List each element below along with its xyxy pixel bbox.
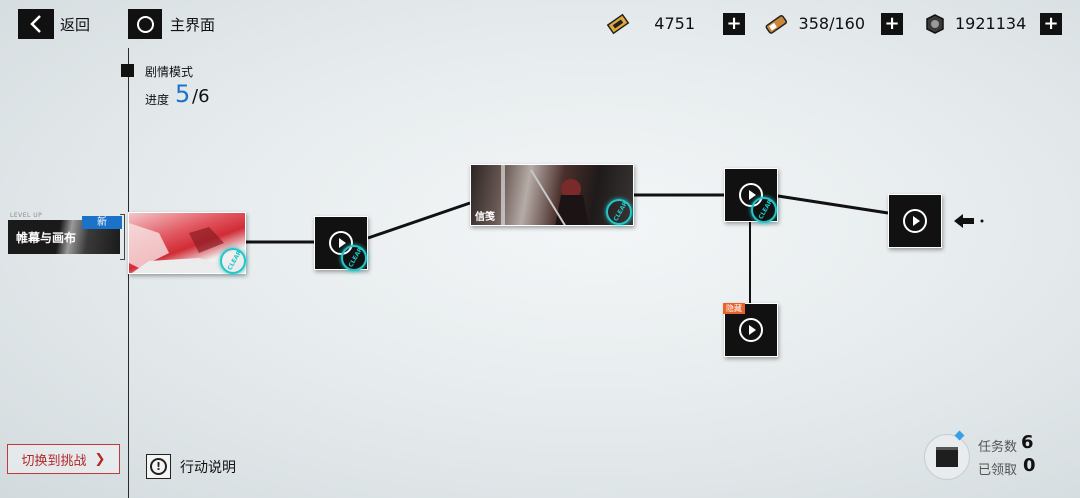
- chapter-title: 帷幕与画布: [16, 231, 77, 245]
- clear-text: CLEAR: [347, 246, 365, 269]
- stage-node-1[interactable]: [128, 212, 246, 274]
- stage-node-5[interactable]: [888, 194, 942, 248]
- coin-icon: [926, 14, 944, 34]
- info-button[interactable]: !: [146, 454, 171, 479]
- info-label[interactable]: 行动说明: [180, 460, 236, 476]
- progress-current: 5: [175, 80, 191, 108]
- hidden-tag: 隐藏: [723, 303, 745, 314]
- chevron-left-icon: [30, 15, 41, 33]
- stage-1-art: [129, 223, 245, 273]
- task-count-label: 任务数: [978, 440, 1018, 455]
- gold-ticket-value: 4751: [654, 14, 695, 33]
- stage-node-hidden[interactable]: [724, 303, 778, 357]
- stage-3-art: [501, 165, 589, 225]
- add-gold-ticket-button[interactable]: +: [723, 13, 745, 35]
- back-button[interactable]: [18, 9, 54, 39]
- clear-text: CLEAR: [757, 198, 775, 221]
- switch-label: 切换到挑战: [21, 453, 87, 469]
- stamina-value: 358/160: [798, 14, 865, 33]
- add-coin-button[interactable]: +: [1040, 13, 1062, 35]
- clear-badge: CLEAR: [606, 199, 632, 225]
- level-up-tag: LEVEL UP: [10, 212, 43, 219]
- gold-ticket-icon: [606, 13, 630, 35]
- home-button[interactable]: [128, 9, 162, 39]
- clear-badge: CLEAR: [341, 245, 367, 271]
- claimed-label: 已领取: [978, 463, 1018, 478]
- info-icon: !: [150, 458, 167, 475]
- clear-badge: CLEAR: [220, 248, 246, 274]
- card-bracket: [120, 214, 125, 260]
- chevron-right-icon: ❯: [94, 451, 106, 467]
- mode-square-icon: [121, 64, 134, 77]
- new-badge: 新: [82, 216, 122, 229]
- home-icon: [136, 15, 154, 33]
- mode-label: 剧情模式: [145, 65, 194, 79]
- box-icon: [936, 447, 958, 467]
- add-stamina-button[interactable]: +: [881, 13, 903, 35]
- stage-3-caption: 信笺: [475, 212, 495, 223]
- back-label[interactable]: 返回: [60, 16, 91, 34]
- progress-total: /6: [192, 86, 210, 107]
- stamina-icon: [765, 15, 788, 34]
- mission-box-button[interactable]: [924, 434, 970, 480]
- switch-to-challenge-button[interactable]: 切换到挑战 ❯: [7, 444, 120, 474]
- progress-label: 进度: [145, 93, 170, 107]
- current-stage-arrow-icon: [954, 214, 984, 228]
- home-label[interactable]: 主界面: [170, 16, 216, 34]
- clear-badge: CLEAR: [751, 197, 777, 223]
- clear-text: CLEAR: [612, 200, 630, 223]
- play-icon: [739, 318, 763, 342]
- claimed-value: 0: [1023, 455, 1036, 476]
- coin-value: 1921134: [955, 14, 1027, 33]
- clear-text: CLEAR: [226, 249, 244, 272]
- task-count-value: 6: [1021, 432, 1034, 453]
- play-icon: [903, 209, 927, 233]
